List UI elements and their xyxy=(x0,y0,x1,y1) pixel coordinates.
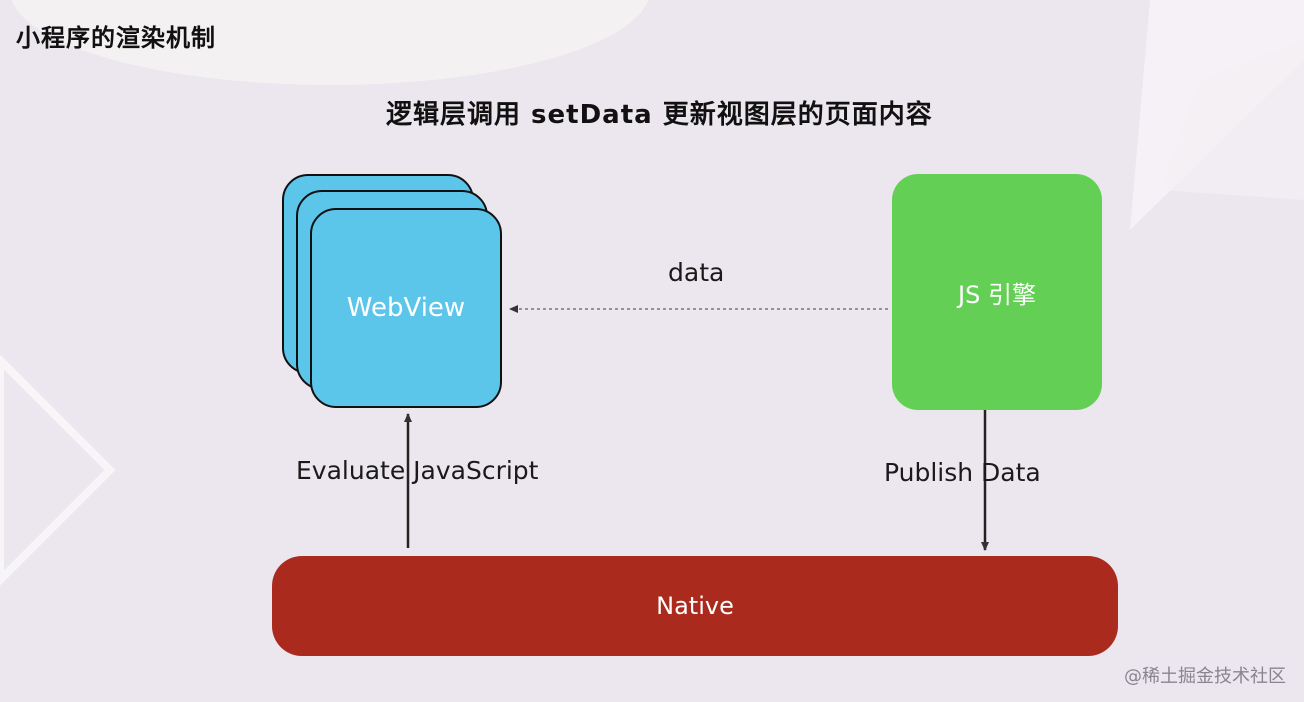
webview-label: WebView xyxy=(346,293,466,323)
evaluate-edge-label: Evaluate JavaScript xyxy=(296,456,539,485)
data-edge-label: data xyxy=(668,258,725,287)
publish-edge-label: Publish Data xyxy=(884,458,1041,487)
page-title: 小程序的渲染机制 xyxy=(16,24,216,52)
webview-node: WebView xyxy=(310,208,502,408)
js-engine-label: JS 引擎 xyxy=(958,280,1036,309)
js-engine-node: JS 引擎 xyxy=(892,174,1102,410)
diagram-subtitle: 逻辑层调用 setData 更新视图层的页面内容 xyxy=(386,100,933,130)
watermark: @稀土掘金技术社区 xyxy=(1124,666,1286,687)
native-label: Native xyxy=(656,592,734,620)
native-node: Native xyxy=(272,556,1118,656)
